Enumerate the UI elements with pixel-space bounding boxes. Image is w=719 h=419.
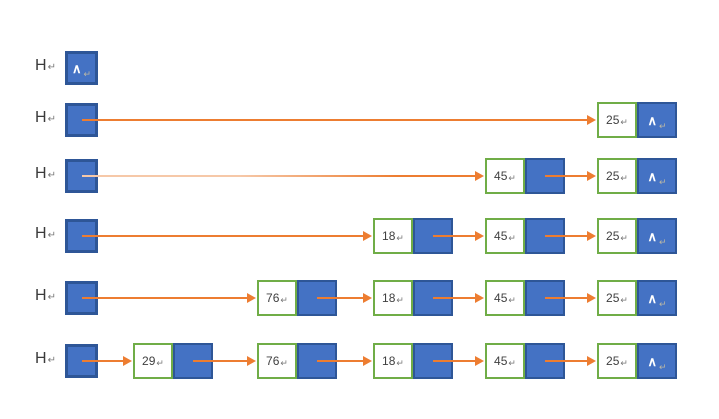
return-mark: ↵ <box>620 116 628 127</box>
arrowhead-icon <box>363 356 372 366</box>
arrowhead-icon <box>587 293 596 303</box>
return-mark: ↵ <box>658 361 667 372</box>
node-value-cell: 25↵ <box>597 158 637 194</box>
node-pointer-cell-null: ∧↵ <box>637 158 677 194</box>
next-pointer-arrow <box>317 360 364 362</box>
null-pointer-symbol: ∧↵ <box>647 228 667 247</box>
head-label: H↵ <box>35 350 56 367</box>
next-pointer-arrow <box>82 360 124 362</box>
next-pointer-arrow <box>82 235 364 237</box>
return-mark: ↵ <box>83 68 92 79</box>
node-pointer-cell-null: ∧↵ <box>637 102 677 138</box>
node-value-cell: 25↵ <box>597 218 637 254</box>
node-value-cell: 29↵ <box>133 343 173 379</box>
return-mark: ↵ <box>156 357 164 368</box>
next-pointer-arrow <box>82 175 476 177</box>
return-mark: ↵ <box>47 114 56 125</box>
node-value-cell: 18↵ <box>373 280 413 316</box>
return-mark: ↵ <box>396 294 404 305</box>
arrowhead-icon <box>363 231 372 241</box>
return-mark: ↵ <box>658 120 667 131</box>
next-pointer-arrow <box>193 360 248 362</box>
head-label: H↵ <box>35 57 56 74</box>
return-mark: ↵ <box>396 357 404 368</box>
return-mark: ↵ <box>396 232 404 243</box>
return-mark: ↵ <box>508 294 516 305</box>
return-mark: ↵ <box>280 357 288 368</box>
node-value-cell: 25↵ <box>597 280 637 316</box>
node-value-cell: 76↵ <box>257 343 297 379</box>
return-mark: ↵ <box>620 172 628 183</box>
arrowhead-icon <box>123 356 132 366</box>
node-value-cell: 45↵ <box>485 280 525 316</box>
null-pointer-symbol: ∧↵ <box>647 112 667 131</box>
next-pointer-arrow <box>545 235 588 237</box>
next-pointer-arrow <box>545 297 588 299</box>
return-mark: ↵ <box>280 294 288 305</box>
next-pointer-arrow <box>82 297 248 299</box>
return-mark: ↵ <box>508 172 516 183</box>
arrowhead-icon <box>475 231 484 241</box>
next-pointer-arrow <box>433 297 476 299</box>
return-mark: ↵ <box>620 357 628 368</box>
arrowhead-icon <box>587 356 596 366</box>
arrowhead-icon <box>587 231 596 241</box>
head-pointer-box: ∧↵ <box>65 51 98 85</box>
arrowhead-icon <box>475 293 484 303</box>
node-value-cell: 45↵ <box>485 343 525 379</box>
head-label: H↵ <box>35 109 56 126</box>
null-pointer-symbol: ∧↵ <box>647 290 667 309</box>
head-label: H↵ <box>35 287 56 304</box>
node-value-cell: 45↵ <box>485 158 525 194</box>
arrowhead-icon <box>247 356 256 366</box>
return-mark: ↵ <box>47 62 56 73</box>
next-pointer-arrow <box>317 297 364 299</box>
next-pointer-arrow <box>82 119 588 121</box>
node-value-cell: 45↵ <box>485 218 525 254</box>
return-mark: ↵ <box>658 236 667 247</box>
return-mark: ↵ <box>47 230 56 241</box>
arrowhead-icon <box>587 171 596 181</box>
node-value-cell: 76↵ <box>257 280 297 316</box>
return-mark: ↵ <box>47 170 56 181</box>
return-mark: ↵ <box>508 232 516 243</box>
arrowhead-icon <box>475 356 484 366</box>
node-pointer-cell-null: ∧↵ <box>637 218 677 254</box>
node-value-cell: 25↵ <box>597 343 637 379</box>
return-mark: ↵ <box>47 292 56 303</box>
return-mark: ↵ <box>47 355 56 366</box>
node-pointer-cell-null: ∧↵ <box>637 343 677 379</box>
node-pointer-cell <box>525 280 565 316</box>
arrowhead-icon <box>475 171 484 181</box>
return-mark: ↵ <box>620 232 628 243</box>
node-value-cell: 18↵ <box>373 218 413 254</box>
return-mark: ↵ <box>658 176 667 187</box>
next-pointer-arrow <box>545 360 588 362</box>
return-mark: ↵ <box>508 357 516 368</box>
head-label: H↵ <box>35 225 56 242</box>
return-mark: ↵ <box>620 294 628 305</box>
node-pointer-cell-null: ∧↵ <box>637 280 677 316</box>
next-pointer-arrow <box>545 175 588 177</box>
head-label: H↵ <box>35 165 56 182</box>
null-pointer-symbol: ∧↵ <box>71 60 92 79</box>
next-pointer-arrow <box>433 360 476 362</box>
null-pointer-symbol: ∧↵ <box>647 353 667 372</box>
arrowhead-icon <box>363 293 372 303</box>
arrowhead-icon <box>587 115 596 125</box>
next-pointer-arrow <box>433 235 476 237</box>
null-pointer-symbol: ∧↵ <box>647 168 667 187</box>
return-mark: ↵ <box>658 298 667 309</box>
node-value-cell: 25↵ <box>597 102 637 138</box>
arrowhead-icon <box>247 293 256 303</box>
node-value-cell: 18↵ <box>373 343 413 379</box>
